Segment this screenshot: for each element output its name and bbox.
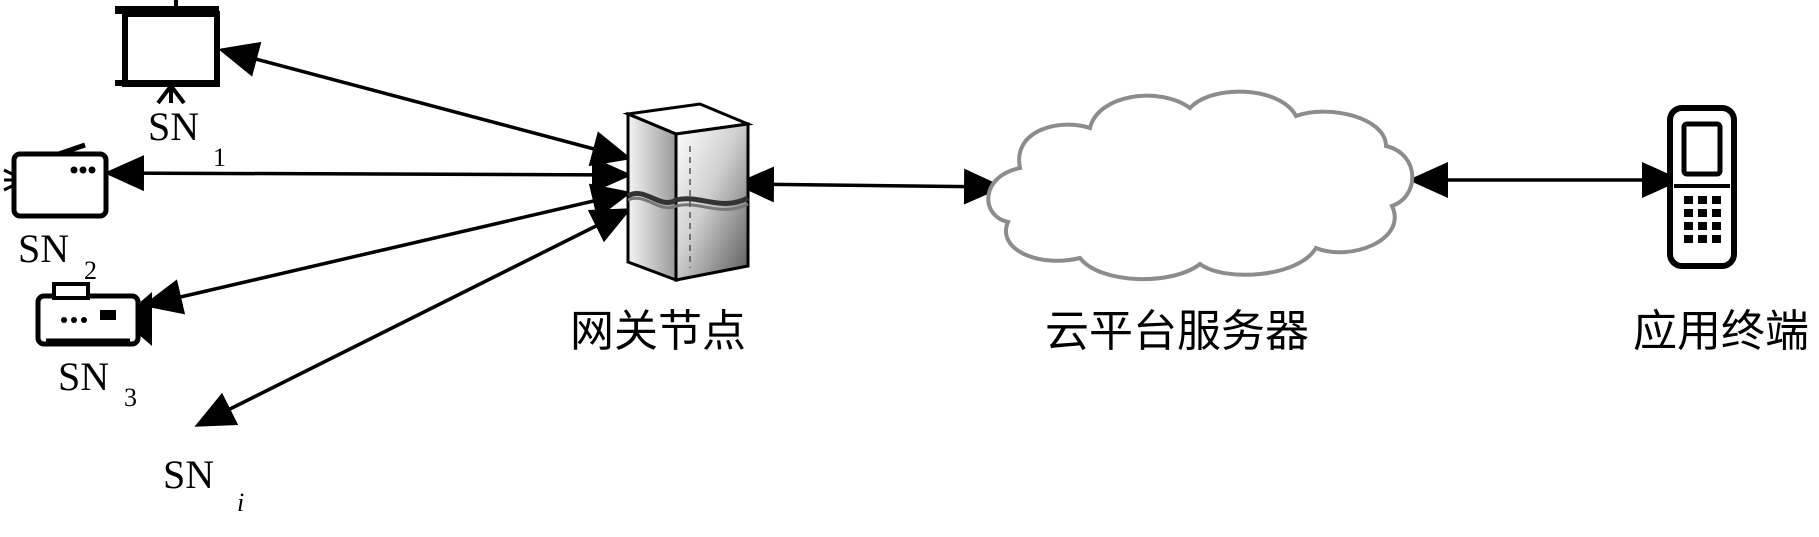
mobile-phone-icon [1667,105,1737,269]
link-sn1-gateway [218,41,632,167]
radio-icon [3,142,109,219]
sn2-subscript: 2 [84,256,97,285]
link-sni-gateway [194,208,632,427]
video-camera-icon [35,282,152,347]
sn3-subscript: 3 [124,383,137,412]
sn3-text: SN [58,354,109,399]
link-sn2-gateway [104,155,632,193]
sn1-subscript: 1 [213,143,226,172]
gateway-label: 网关节点 [570,306,746,357]
terminal-label: 应用终端 [1633,306,1809,357]
sni-subscript: i [237,488,244,517]
sn1-text: SN [148,104,199,149]
link-sn3-gateway [142,183,632,315]
sni-label: SN i [163,452,244,517]
projector-screen-icon [115,0,220,105]
sni-text: SN [163,452,214,497]
sn2-text: SN [18,226,69,271]
link-gateway-cloud [734,166,1004,205]
server-icon [622,102,754,283]
cloud-label: 云平台服务器 [1045,306,1309,357]
sn1-label: SN 1 [148,104,226,172]
cloud-icon [986,89,1415,281]
sn2-label: SN 2 [18,226,97,285]
sn3-label: SN 3 [58,354,137,412]
